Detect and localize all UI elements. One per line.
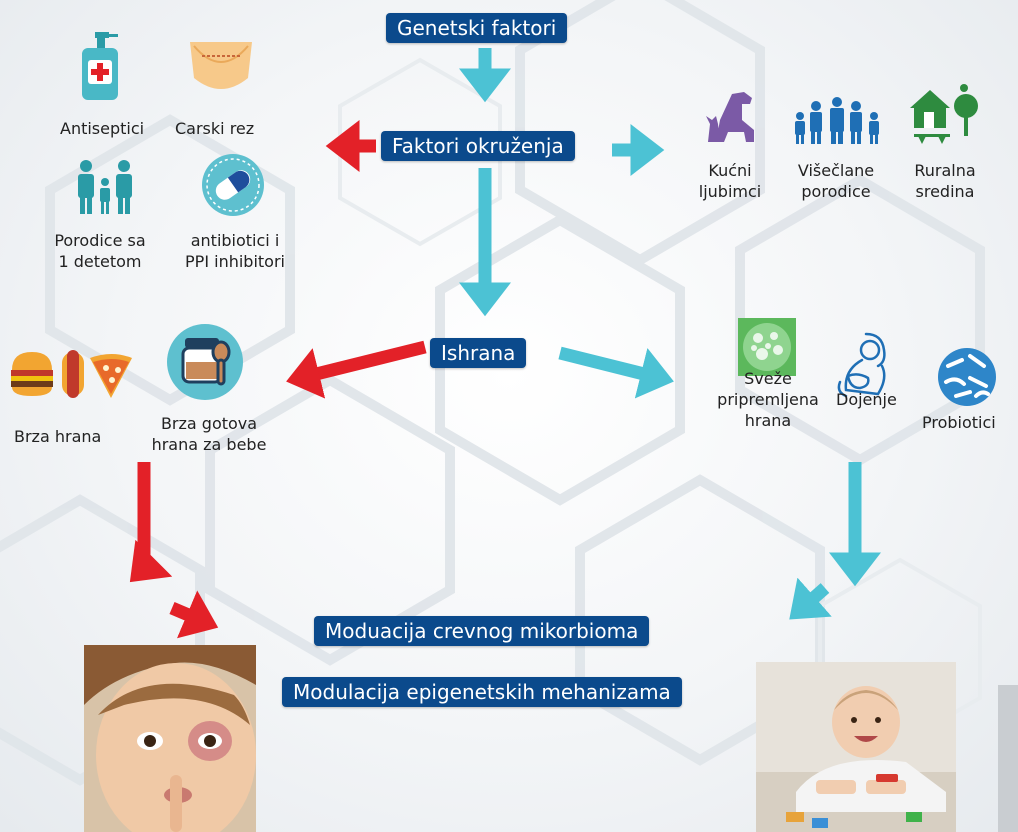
label-c-section: Carski rez	[175, 119, 255, 138]
hand-sanitizer-icon	[82, 32, 118, 100]
label-rural: Ruralna sredina	[900, 160, 990, 202]
breastfeeding-icon	[837, 332, 886, 398]
label-probiotics: Probiotici	[922, 413, 996, 432]
label-baby-food: Brza gotova hrana za bebe	[144, 413, 274, 455]
label-line: PPI inhibitori	[185, 252, 285, 271]
pets-icon	[706, 92, 754, 142]
label-line: Porodice sa	[54, 231, 146, 250]
baby-food-jar-icon	[167, 324, 243, 400]
label-line: pripremljena	[717, 390, 819, 409]
label-large-families: Višečlane porodice	[786, 160, 886, 202]
label-line: 1 detetom	[58, 252, 142, 271]
capsule-icon	[202, 154, 264, 216]
label-line: sredina	[915, 182, 975, 201]
gray-bar	[998, 685, 1018, 832]
label-line: ljubimci	[698, 182, 762, 201]
label-line: hrana za bebe	[151, 435, 267, 454]
label-line: Višečlane	[797, 161, 875, 180]
label-antibiotics: antibiotici i PPI inhibitori	[176, 230, 294, 272]
label-pets: Kućni ljubimci	[690, 160, 770, 202]
epigenetic-modulation-box: Modulacija epigenetskih mehanizama	[282, 677, 682, 707]
environment-factors-box: Faktori okruženja	[381, 131, 575, 161]
label-line: Kućni	[708, 161, 752, 180]
label-fast-food: Brza hrana	[14, 427, 102, 446]
label-one-child-families: Porodice sa 1 detetom	[50, 230, 150, 272]
c-section-icon	[190, 42, 252, 89]
label-line: antibiotici i	[190, 231, 280, 250]
label-breastfeeding: Dojenje	[836, 390, 897, 409]
sick-child-photo	[84, 645, 256, 832]
label-line: Brza gotova	[160, 414, 258, 433]
probiotics-icon	[938, 348, 996, 406]
microbiome-modulation-box: Moduacija crevnog mikorbioma	[314, 616, 650, 646]
arrow-to-modulation-right	[789, 577, 832, 620]
large-family-icon	[795, 97, 879, 144]
label-antiseptics: Antiseptici	[60, 119, 145, 138]
label-fresh-food: Sveže pripremljena hrana	[708, 368, 828, 431]
happy-baby-photo	[756, 662, 956, 832]
arrow-negative-down	[129, 462, 173, 583]
label-line: Sveže	[744, 369, 792, 388]
fast-food-icon	[11, 350, 132, 398]
family-one-child-icon	[78, 160, 132, 214]
label-line: Ruralna	[914, 161, 976, 180]
arrow-nutrition-to-positive	[558, 346, 674, 399]
label-line: hrana	[744, 411, 792, 430]
genetic-factors-box: Genetski faktori	[386, 13, 568, 43]
fresh-food-icon	[738, 318, 796, 376]
arrow-to-modulation-left	[169, 590, 219, 639]
label-line: porodice	[801, 182, 871, 201]
arrow-nutrition-to-negative	[286, 340, 427, 399]
rural-house-icon	[910, 84, 978, 144]
nutrition-box: Ishrana	[430, 338, 527, 368]
